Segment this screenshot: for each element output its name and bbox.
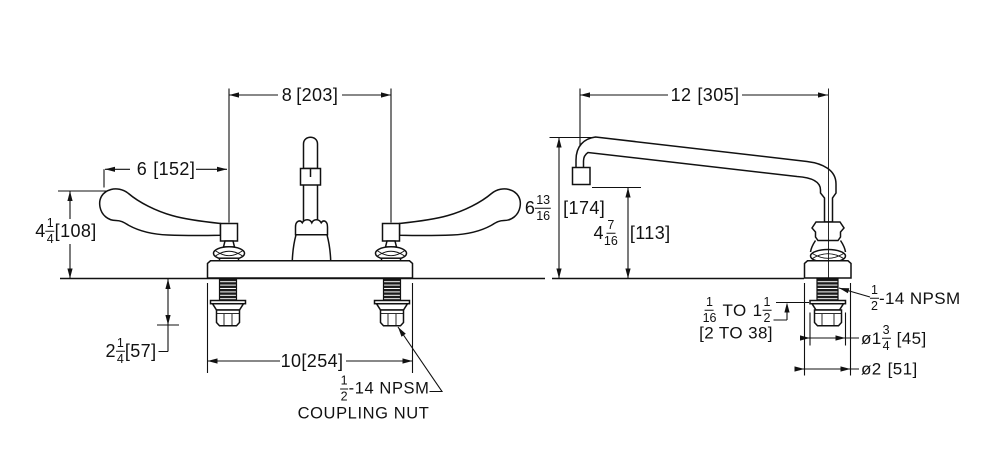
dim-metric: [45] — [896, 328, 927, 348]
dim-handle-length-label: 6[152] — [137, 160, 195, 178]
dim-whole: 2 — [105, 341, 116, 361]
dim-value: 10 — [280, 351, 302, 371]
range-whole: 1 — [752, 300, 763, 320]
left-shank-threads — [218, 278, 238, 301]
spout-end-view — [302, 136, 319, 170]
right-coupling-nut — [379, 309, 405, 327]
spout-swivel-nut — [811, 221, 845, 242]
dim-value: 6 — [136, 159, 148, 179]
dim-whole: 4 — [593, 223, 604, 243]
left-handle-hub — [219, 222, 239, 242]
dim-metric: [108] — [54, 221, 97, 241]
dim-metric: [174] — [563, 198, 606, 218]
side-view-drawing — [552, 88, 852, 327]
side-coupling-nut — [813, 309, 843, 327]
dim-whole: 6 — [524, 198, 536, 218]
side-shank-threads — [816, 278, 839, 301]
thread-spec: -14 NPSM — [348, 379, 430, 398]
deck-range-line2: [2 TO 38] — [699, 325, 773, 342]
right-shank-threads — [382, 278, 402, 301]
deck-side — [803, 260, 852, 279]
dim-handle-spread-label: 8[203] — [282, 86, 338, 104]
dim-value: 8 — [281, 85, 293, 105]
diameter-symbol: ø — [861, 328, 872, 348]
deck-front — [206, 260, 414, 279]
range-to: TO — [722, 300, 747, 320]
range-metric: [2 TO 38] — [699, 323, 773, 343]
dim-metric: [57] — [124, 341, 157, 361]
dim-metric: [254] — [301, 351, 344, 371]
dim-metric: [113] — [629, 223, 671, 243]
spout-swivel-cap — [294, 219, 329, 236]
swing-spout — [575, 136, 837, 223]
spout-nozzle — [571, 166, 591, 186]
dim-metric: [305] — [697, 85, 740, 105]
thread-spec: -14 NPSM — [878, 288, 961, 308]
front-view-drawing — [60, 136, 545, 327]
dim-value: 2 — [871, 359, 882, 379]
dim-whole: 4 — [35, 221, 46, 241]
left-coupling-nut — [215, 309, 241, 327]
right-handle-blade — [398, 188, 522, 237]
dim-whole: 1 — [871, 328, 882, 348]
dim-metric: [203] — [296, 85, 339, 105]
left-handle-blade — [98, 188, 222, 237]
dim-spout-reach-label: 12[305] — [671, 86, 740, 104]
dim-metric: [152] — [153, 159, 196, 179]
coupling-nut-text: COUPLING NUT — [297, 404, 430, 422]
right-handle-hub — [381, 222, 401, 242]
front-view-dimensions — [58, 88, 444, 393]
dim-metric: [51] — [887, 359, 918, 379]
diameter-symbol: ø — [861, 359, 872, 379]
dim-base-length-label: 10[254] — [281, 352, 344, 370]
dim-value: 12 — [670, 85, 692, 105]
